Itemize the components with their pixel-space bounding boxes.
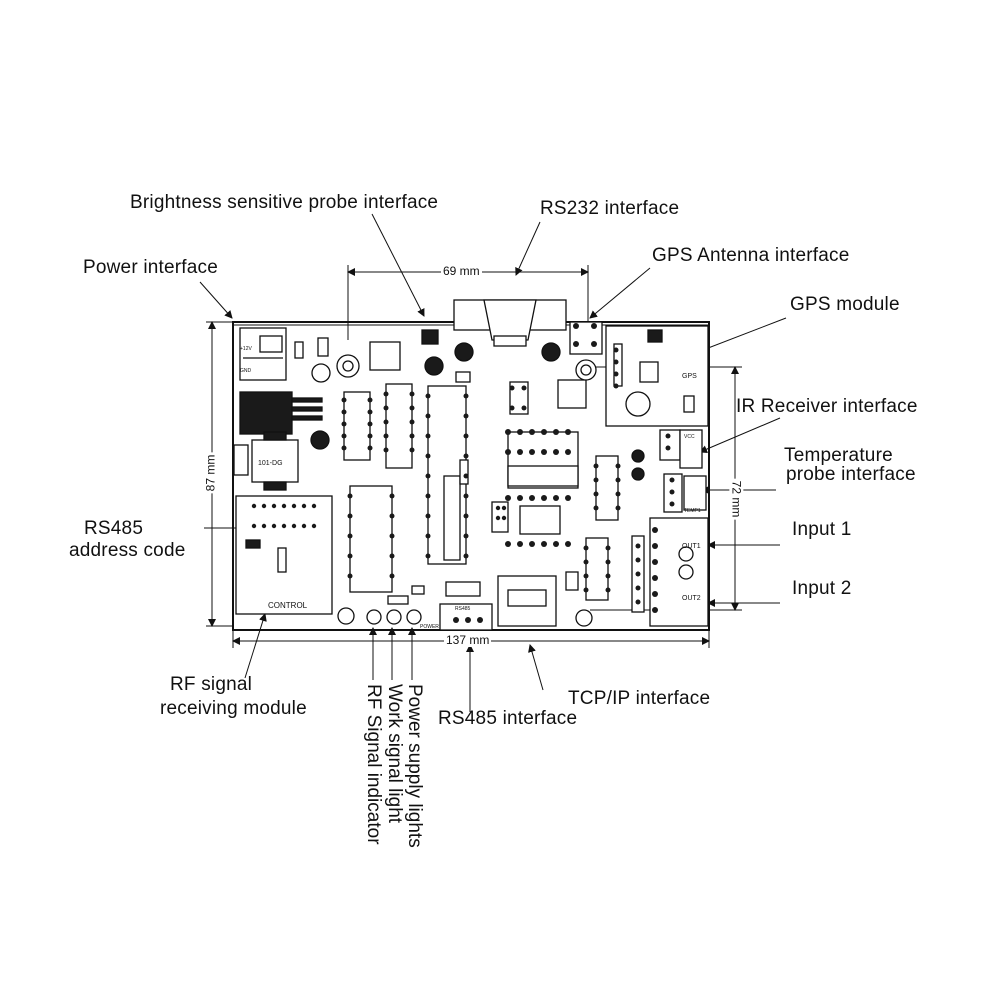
silk-out2: OUT2 — [682, 595, 701, 602]
label-rs232: RS232 interface — [540, 198, 680, 219]
label-power-interface: Power interface — [83, 257, 219, 278]
label-brightness-probe: Brightness sensitive probe interface — [130, 192, 439, 213]
silk-power: POWER — [420, 624, 439, 630]
silk-chip: 101-DG — [258, 460, 283, 467]
label-ir-receiver: IR Receiver interface — [736, 396, 918, 417]
label-rs485-address-2: address code — [69, 540, 186, 561]
silk-temp: TEMP1 — [684, 508, 701, 514]
callout-leaders — [199, 213, 787, 712]
dimension-width-top: 69 mm — [441, 264, 482, 278]
label-rs485-address-1: RS485 — [84, 518, 144, 539]
label-gps-antenna: GPS Antenna interface — [652, 245, 850, 266]
label-gps-module: GPS module — [790, 294, 900, 315]
silk-rs485: RS485 — [455, 606, 471, 612]
silk-out1: OUT1 — [682, 543, 701, 550]
label-input2: Input 2 — [792, 578, 852, 599]
label-rf-module-2: receiving module — [160, 698, 307, 719]
silk-12v: +12V — [240, 346, 252, 352]
label-temperature-probe-2: probe interface — [786, 464, 916, 485]
silk-gnd: GND — [240, 368, 252, 374]
silk-gps: GPS — [682, 373, 697, 380]
label-rs485-interface: RS485 interface — [438, 708, 578, 729]
label-rf-module-1: RF signal — [170, 674, 253, 695]
label-input1: Input 1 — [792, 519, 852, 540]
label-work-light: Work signal light — [384, 684, 405, 824]
dimension-height-left: 87 mm — [203, 452, 218, 494]
dimension-height-right: 72 mm — [729, 478, 744, 520]
dimension-width-bottom: 137 mm — [444, 633, 492, 647]
label-rf-indicator: RF Signal indicator — [363, 684, 384, 845]
silk-vcc: VCC — [684, 434, 695, 440]
label-temperature-probe-1: Temperature — [784, 445, 893, 466]
silk-control: CONTROL — [268, 601, 308, 610]
label-tcpip: TCP/IP interface — [568, 688, 711, 709]
ic-pins — [251, 323, 675, 623]
label-power-lights: Power supply lights — [404, 684, 425, 848]
